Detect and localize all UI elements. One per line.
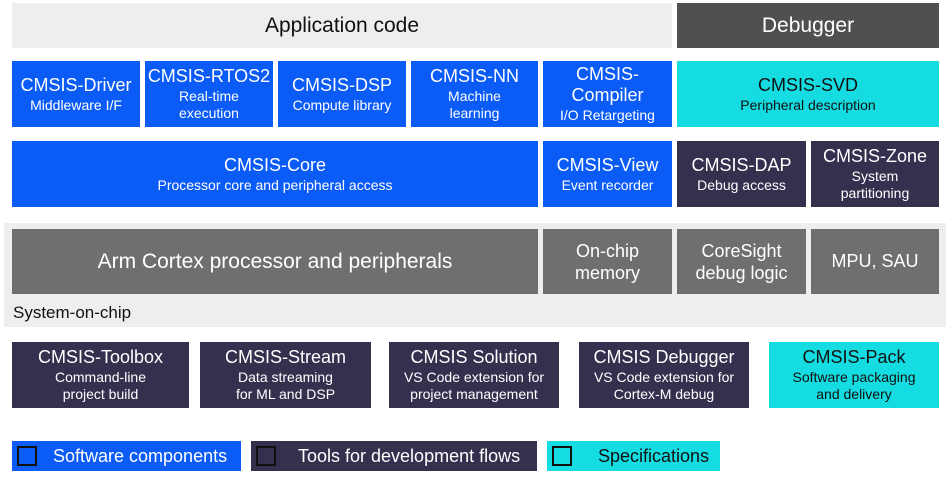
cmsis-rtos2-subtitle: Real-time execution	[179, 88, 239, 121]
cmsis-pack-title: CMSIS-Pack	[802, 347, 906, 367]
application-code-label: Application code	[264, 14, 420, 37]
cmsis-core-subtitle: Processor core and peripheral access	[157, 176, 393, 193]
cmsis-view-subtitle: Event recorder	[561, 176, 654, 193]
cmsis-dap-title: CMSIS-DAP	[691, 154, 792, 175]
cmsis-solution-box: CMSIS Solution VS Code extension for pro…	[389, 342, 559, 408]
legend-specs-swatch	[552, 446, 572, 466]
system-on-chip-label: System-on-chip	[13, 303, 132, 322]
cmsis-toolbox-box: CMSIS-Toolbox Command-line project build	[12, 342, 189, 408]
cmsis-svd-subtitle: Peripheral description	[740, 96, 876, 113]
cmsis-core-title: CMSIS-Core	[223, 154, 326, 175]
cmsis-zone-title: CMSIS-Zone	[822, 146, 928, 166]
cmsis-dsp-subtitle: Compute library	[292, 96, 392, 113]
mpu-sau-label: MPU, SAU	[831, 251, 919, 271]
cmsis-rtos2-title: CMSIS-RTOS2	[147, 66, 271, 86]
cmsis-view-box: CMSIS-View Event recorder	[543, 141, 672, 207]
cmsis-svd-title: CMSIS-SVD	[757, 74, 858, 95]
legend-specs: Specifications	[547, 441, 720, 471]
cmsis-toolbox-title: CMSIS-Toolbox	[37, 347, 164, 367]
arm-cortex-box: Arm Cortex processor and peripherals	[12, 229, 538, 294]
cmsis-driver-subtitle: Middleware I/F	[30, 96, 122, 113]
legend-specs-label: Specifications	[598, 445, 710, 466]
cmsis-dap-box: CMSIS-DAP Debug access	[677, 141, 806, 207]
on-chip-memory-label: On-chip memory	[574, 240, 640, 283]
cmsis-nn-title: CMSIS-NN	[430, 66, 519, 86]
cmsis-stream-title: CMSIS-Stream	[224, 347, 347, 367]
cmsis-compiler-subtitle: I/O Retargeting	[560, 107, 655, 123]
cmsis-nn-box: CMSIS-NN Machine learning	[411, 61, 538, 127]
cmsis-compiler-box: CMSIS-Compiler I/O Retargeting	[543, 61, 672, 127]
cmsis-zone-subtitle: System partitioning	[840, 168, 910, 201]
legend-tools: Tools for development flows	[251, 441, 537, 471]
cmsis-debugger-subtitle: VS Code extension for Cortex-M debug	[593, 369, 735, 402]
legend-software-swatch	[17, 446, 37, 466]
cmsis-solution-subtitle: VS Code extension for project management	[403, 369, 545, 402]
cmsis-stream-box: CMSIS-Stream Data streaming for ML and D…	[200, 342, 371, 408]
cmsis-core-box: CMSIS-Core Processor core and peripheral…	[12, 141, 538, 207]
cmsis-pack-box: CMSIS-Pack Software packaging and delive…	[769, 342, 939, 408]
cmsis-driver-title: CMSIS-Driver	[20, 74, 132, 95]
cmsis-dsp-title: CMSIS-DSP	[291, 74, 392, 95]
mpu-sau-box: MPU, SAU	[811, 229, 939, 294]
legend-tools-swatch	[256, 446, 276, 466]
application-code-box: Application code	[12, 3, 672, 48]
cmsis-zone-box: CMSIS-Zone System partitioning	[811, 141, 939, 207]
coresight-box: CoreSight debug logic	[677, 229, 806, 294]
cmsis-toolbox-subtitle: Command-line project build	[54, 369, 147, 402]
coresight-label: CoreSight debug logic	[695, 240, 788, 283]
cmsis-view-title: CMSIS-View	[556, 154, 659, 175]
cmsis-dap-subtitle: Debug access	[697, 176, 786, 193]
legend-software: Software components	[12, 441, 241, 471]
on-chip-memory-box: On-chip memory	[543, 229, 672, 294]
debugger-label: Debugger	[761, 14, 855, 37]
cmsis-rtos2-box: CMSIS-RTOS2 Real-time execution	[145, 61, 273, 127]
cmsis-driver-box: CMSIS-Driver Middleware I/F	[12, 61, 140, 127]
cmsis-nn-subtitle: Machine learning	[448, 88, 501, 121]
cmsis-pack-subtitle: Software packaging and delivery	[792, 369, 916, 402]
legend-software-label: Software components	[53, 445, 228, 466]
cmsis-svd-box: CMSIS-SVD Peripheral description	[677, 61, 939, 127]
legend-tools-label: Tools for development flows	[298, 445, 521, 466]
cmsis-dsp-box: CMSIS-DSP Compute library	[278, 61, 406, 127]
cmsis-solution-title: CMSIS Solution	[410, 347, 538, 367]
cmsis-compiler-title: CMSIS-Compiler	[571, 64, 644, 105]
cmsis-debugger-box: CMSIS Debugger VS Code extension for Cor…	[579, 342, 749, 408]
debugger-box: Debugger	[677, 3, 939, 48]
arm-cortex-label: Arm Cortex processor and peripherals	[97, 250, 453, 273]
cmsis-debugger-title: CMSIS Debugger	[593, 347, 735, 367]
cmsis-stream-subtitle: Data streaming for ML and DSP	[235, 369, 336, 402]
